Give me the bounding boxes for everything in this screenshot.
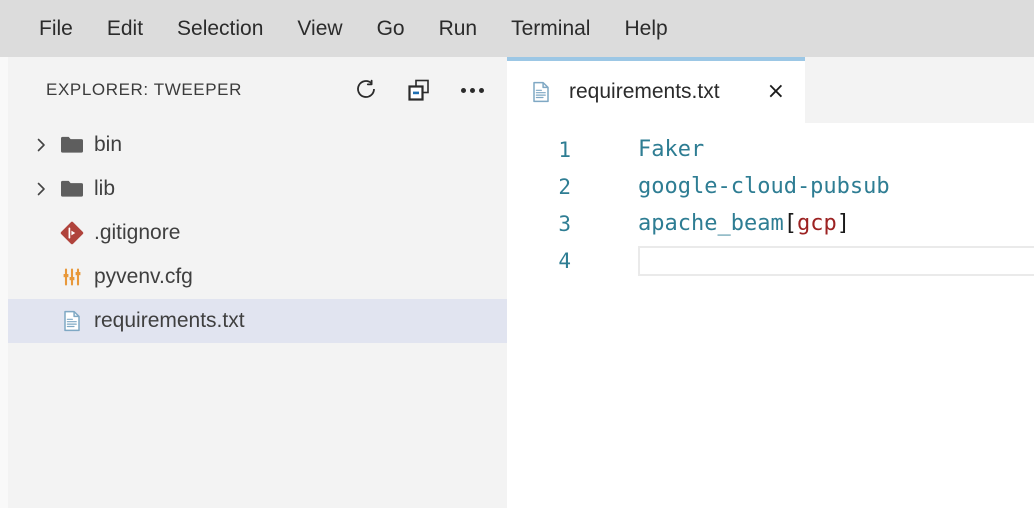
collapse-all-icon[interactable]	[406, 77, 432, 103]
editor-group: requirements.txt × 1 Faker 2 google-clou…	[507, 57, 1034, 508]
tree-item-label: pyvenv.cfg	[94, 265, 193, 288]
menu-item-selection[interactable]: Selection	[177, 17, 264, 40]
token-bracket-close: ]	[836, 211, 850, 236]
token-bracket-open: [	[783, 211, 797, 236]
menu-item-file[interactable]: File	[39, 17, 73, 40]
explorer-header: EXPLORER: TWEEPER	[8, 57, 507, 123]
code-line: 1 Faker	[507, 131, 1034, 168]
folder-icon	[56, 132, 88, 158]
code-line-current: 4	[507, 242, 1034, 279]
menu-bar: File Edit Selection View Go Run Terminal…	[0, 0, 1034, 57]
code-content[interactable]: apache_beam[gcp]	[585, 211, 850, 236]
workbench-body: EXPLORER: TWEEPER	[0, 57, 1034, 508]
tree-row-bin[interactable]: bin	[8, 123, 507, 167]
token-package: google-cloud-pubsub	[638, 174, 890, 199]
tree-item-label: requirements.txt	[94, 309, 245, 332]
menu-item-run[interactable]: Run	[438, 17, 478, 40]
code-line: 3 apache_beam[gcp]	[507, 205, 1034, 242]
menu-item-view[interactable]: View	[297, 17, 343, 40]
file-tree: bin lib	[8, 123, 507, 343]
line-number: 1	[558, 137, 571, 162]
token-extra: gcp	[796, 211, 837, 236]
token-package: Faker	[638, 137, 705, 162]
folder-icon	[56, 176, 88, 202]
menu-item-terminal[interactable]: Terminal	[511, 17, 591, 40]
config-icon	[56, 265, 88, 289]
explorer-title: EXPLORER: TWEEPER	[46, 80, 242, 99]
tab-requirements-txt[interactable]: requirements.txt ×	[507, 57, 805, 123]
code-editor[interactable]: 1 Faker 2 google-cloud-pubsub 3 apache_b…	[507, 123, 1034, 508]
code-content[interactable]: Faker	[585, 137, 704, 162]
text-file-icon	[56, 309, 88, 333]
explorer-sidebar: EXPLORER: TWEEPER	[0, 57, 507, 508]
tree-item-label: lib	[94, 177, 116, 200]
chevron-right-icon[interactable]	[26, 137, 56, 153]
tree-row-gitignore[interactable]: .gitignore	[8, 211, 507, 255]
text-file-icon	[529, 80, 553, 104]
tree-item-label: .gitignore	[94, 221, 181, 244]
menu-item-go[interactable]: Go	[376, 17, 405, 40]
code-line: 2 google-cloud-pubsub	[507, 168, 1034, 205]
line-number: 3	[558, 211, 571, 236]
chevron-right-icon[interactable]	[26, 181, 56, 197]
ellipsis-glyph	[460, 87, 484, 93]
token-package: apache_beam	[638, 211, 784, 236]
tree-item-label: bin	[94, 133, 123, 156]
editor-tab-bar: requirements.txt ×	[507, 57, 1034, 123]
tab-label: requirements.txt	[569, 80, 720, 103]
current-line-highlight	[638, 246, 1034, 276]
refresh-icon[interactable]	[353, 77, 379, 103]
close-icon[interactable]: ×	[766, 79, 785, 104]
line-number: 4	[558, 248, 571, 273]
menu-item-edit[interactable]: Edit	[106, 17, 144, 40]
more-actions-icon[interactable]	[459, 77, 485, 103]
tree-row-pyvenv-cfg[interactable]: pyvenv.cfg	[8, 255, 507, 299]
code-content[interactable]: google-cloud-pubsub	[585, 174, 890, 199]
line-number: 2	[558, 174, 571, 199]
tree-row-lib[interactable]: lib	[8, 167, 507, 211]
tree-row-requirements-txt[interactable]: requirements.txt	[8, 299, 507, 343]
git-icon	[56, 221, 88, 245]
explorer-actions	[353, 77, 485, 103]
menu-item-help[interactable]: Help	[624, 17, 668, 40]
